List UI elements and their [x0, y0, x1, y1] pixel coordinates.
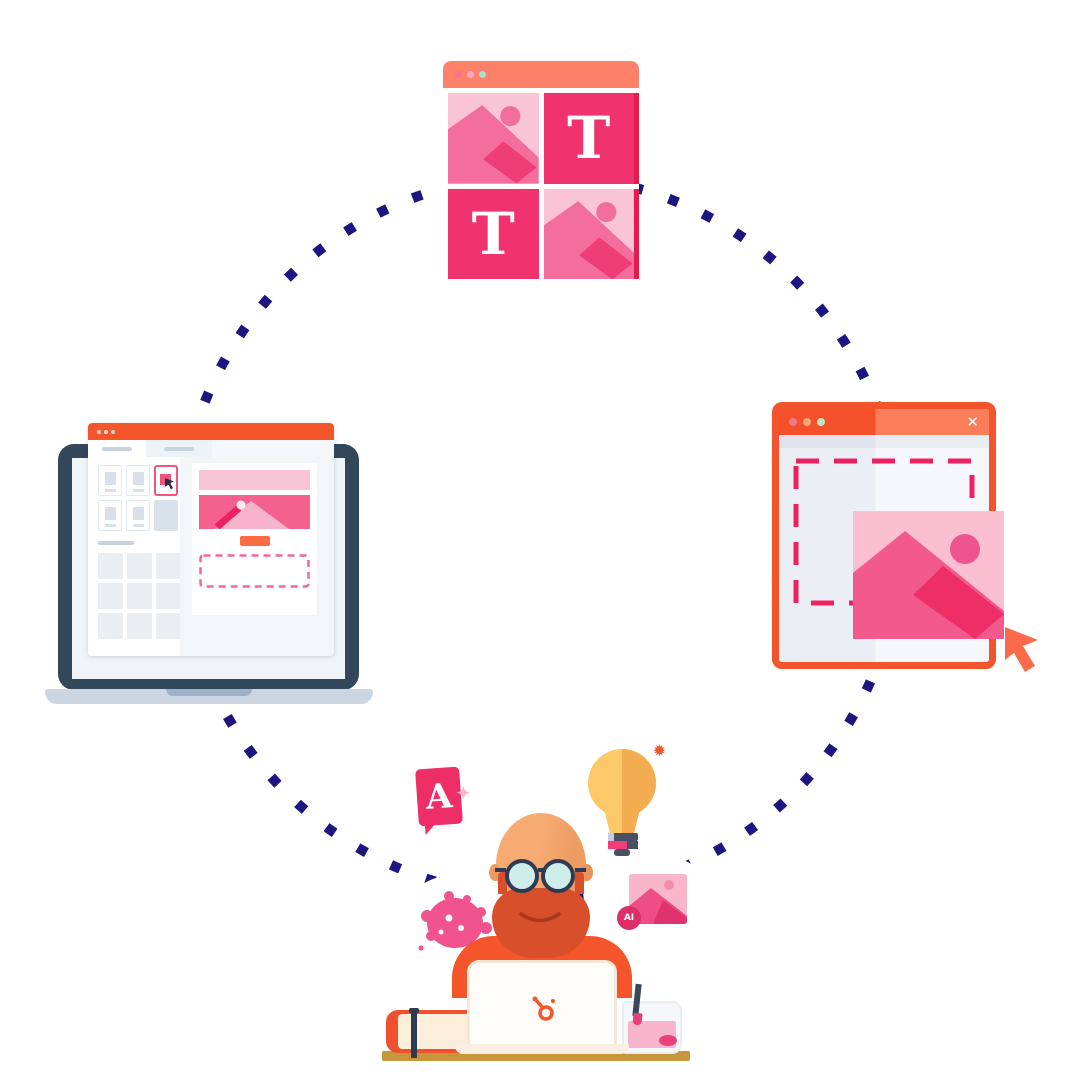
book [386, 1010, 474, 1053]
cta-button-placeholder [239, 536, 270, 546]
app-title-bar [88, 423, 334, 440]
traffic-dot-icon [479, 71, 486, 78]
browser-title-bar [443, 61, 639, 88]
ai-image-bubble: AI [597, 856, 717, 960]
traffic-dot-icon [111, 429, 115, 434]
glasses-temple [495, 868, 506, 872]
tile-letter: T [567, 104, 611, 173]
text-tile: T [543, 93, 634, 184]
mountain-image-icon [214, 500, 289, 529]
paint-cup [622, 1001, 682, 1054]
laptop-base [45, 689, 373, 704]
app-main [88, 457, 334, 656]
traffic-dot-icon [97, 429, 101, 434]
mountain-image-icon [629, 880, 687, 924]
traffic-dot-icon [467, 71, 474, 78]
glasses-temple [575, 868, 586, 872]
designer-laptop [467, 960, 617, 1052]
template-thumbnail-selected [154, 465, 178, 496]
traffic-dot-icon [104, 429, 108, 434]
tile-letter: T [471, 199, 515, 268]
dashed-box-icon [199, 554, 310, 588]
text-tile: T [448, 188, 539, 279]
drag-cursor-icon [1005, 627, 1038, 672]
sparkle-icon: ✦ [455, 781, 472, 805]
template-sidebar [88, 457, 181, 656]
designer-beard [492, 888, 590, 958]
template-thumbnail [98, 465, 122, 496]
template-thumbnail [126, 500, 150, 531]
image-block [199, 495, 310, 529]
smile-icon [519, 912, 561, 923]
paint-dab [659, 1035, 677, 1046]
desk [382, 1051, 690, 1061]
mountain-image-icon [853, 531, 1004, 639]
glasses-lens [505, 859, 539, 893]
asset-block-grid [98, 553, 181, 639]
pencil-cap [409, 1008, 419, 1013]
glasses-bridge [538, 868, 546, 872]
tab-inactive [146, 440, 212, 457]
lightbulb-icon [588, 749, 656, 856]
hubspot-sprocket-icon [532, 996, 555, 1021]
design-canvas [180, 457, 334, 656]
glasses-lens [541, 859, 575, 893]
sideburn [498, 872, 507, 894]
toolbar-strip [779, 435, 989, 448]
cursor-icon [165, 478, 174, 490]
font-letter: A [424, 775, 454, 818]
template-thumbnail [154, 500, 178, 531]
design-app-window [88, 423, 334, 656]
traffic-dot-icon [455, 71, 462, 78]
laptop-lip [455, 1044, 629, 1054]
image-tile [448, 93, 539, 184]
template-thumbnail [98, 500, 122, 531]
template-browser-window: T T [443, 61, 639, 284]
tab-bar-filler [212, 440, 334, 457]
image-tile [543, 188, 634, 279]
section-label-placeholder [98, 541, 134, 545]
dragged-image-card [853, 511, 1004, 639]
image-icon [448, 105, 539, 184]
ai-badge: AI [617, 906, 641, 930]
thumbnail-grid [98, 465, 178, 531]
tab-label-placeholder [102, 446, 132, 451]
sparkle-icon: ✹ [652, 741, 666, 760]
template-tile-grid: T T [443, 88, 639, 284]
tab-active [88, 440, 146, 457]
pencil [411, 1011, 417, 1058]
window-title-bar: ✕ [779, 409, 989, 435]
close-icon: ✕ [966, 412, 979, 431]
app-tab-bar [88, 440, 334, 457]
drop-placeholder [199, 554, 310, 588]
hero-band [199, 470, 310, 490]
template-thumbnail [126, 465, 150, 496]
page-preview [192, 463, 317, 615]
sideburn [575, 872, 584, 894]
traffic-dot-icon [817, 418, 825, 426]
tab-label-placeholder [164, 446, 194, 451]
laptop-hinge-notch [166, 689, 252, 696]
traffic-dot-icon [803, 418, 811, 426]
image-icon [543, 200, 634, 279]
traffic-dot-icon [789, 418, 797, 426]
book-pages [398, 1014, 474, 1049]
font-tool-bubble: A ✦ [389, 755, 499, 847]
idea-lightbulb: ✹ [584, 741, 666, 857]
